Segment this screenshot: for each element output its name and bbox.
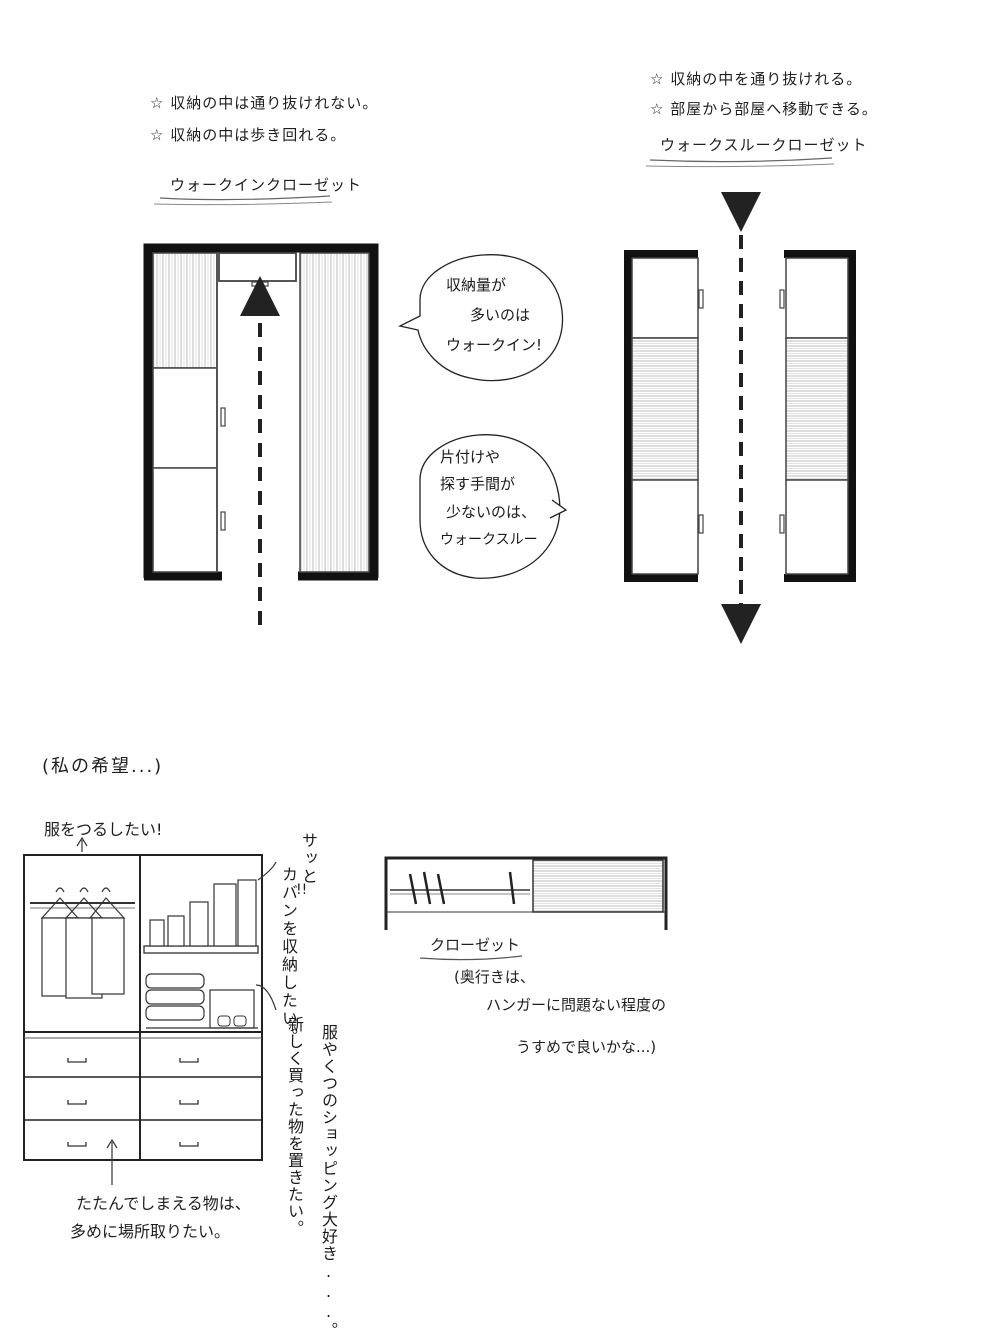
walkin-note-1: ☆ 収納の中は通り抜けれない。 xyxy=(150,94,379,112)
wish-bags-extra: !! xyxy=(296,882,308,898)
walkthrough-right-hanging xyxy=(785,337,849,481)
hanging-clothes xyxy=(40,887,126,999)
walkthrough-title: ウォークスルークローゼット xyxy=(660,136,868,154)
walkin-top-shelf xyxy=(218,252,297,282)
closet-title-underline xyxy=(419,955,523,961)
walkthrough-note-2: ☆ 部屋から部屋へ移動できる。 xyxy=(650,100,878,118)
walkin-left-shelf-2 xyxy=(152,467,218,573)
walkthrough-note-2-text: 部屋から部屋へ移動できる。 xyxy=(670,100,878,118)
closet-note-1: (奥行きは、 xyxy=(454,968,535,986)
walkin-title-underline-2 xyxy=(153,201,333,206)
wish-bags-v1: サッと xyxy=(299,832,318,886)
walkthrough-note-1: ☆ 収納の中を通り抜けれる。 xyxy=(650,70,863,88)
bubble-walkin-line-3: ウォークイン! xyxy=(446,336,543,354)
walkin-note-1-text: 収納の中は通り抜けれない。 xyxy=(170,94,379,112)
closet-plan xyxy=(384,856,668,930)
walkthrough-title-underline-2 xyxy=(645,163,835,168)
walkin-note-2: ☆ 収納の中は歩き回れる。 xyxy=(150,126,347,144)
closet-shelf xyxy=(532,859,664,913)
closet-note-2: ハンガーに問題ない程度の xyxy=(486,996,667,1014)
walkin-closet-plan xyxy=(143,243,379,625)
closet-title: クローゼット xyxy=(430,936,521,954)
walkthrough-closet-plan xyxy=(624,192,856,644)
wish-new-items: 新しく買った物を置きたい。 xyxy=(285,1016,304,1237)
diagram-drawing xyxy=(23,157,856,1185)
walkthrough-left-shelf-bottom xyxy=(631,479,699,575)
wish-hang-label: 服をつるしたい! xyxy=(44,820,163,839)
bubble-walkin xyxy=(398,254,564,382)
bubble-walkthrough xyxy=(419,434,561,579)
bubble-walkthrough-line-3: 少ないのは、 xyxy=(446,503,537,521)
walkthrough-right-shelf-bottom xyxy=(785,479,849,575)
walkin-left-shelf-1 xyxy=(152,367,218,469)
wish-fold-line-2: 多めに場所取りたい。 xyxy=(70,1222,231,1241)
walkin-left-hanging-section xyxy=(152,252,218,369)
wish-shopping: 服やくつのショッピング大好き...。 xyxy=(319,1024,338,1339)
wish-bags-v2: カバンを収納したい。 xyxy=(279,866,298,1046)
walkthrough-right-shelf-top xyxy=(785,257,849,339)
walkthrough-note-1-text: 収納の中を通り抜けれる。 xyxy=(670,70,863,88)
walkin-title-underline xyxy=(159,195,331,201)
bubble-walkthrough-line-4: ウォークスルー xyxy=(440,532,538,548)
bubble-walkthrough-line-1: 片付けや xyxy=(440,448,501,466)
bubble-walkin-line-2: 多いのは xyxy=(470,306,531,324)
walkin-note-2-text: 収納の中は歩き回れる。 xyxy=(170,126,347,144)
wish-cabinet xyxy=(23,836,277,1185)
walkthrough-left-hanging xyxy=(631,337,699,481)
walkthrough-title-underline xyxy=(649,157,833,163)
walkin-right-hanging-section xyxy=(299,252,370,573)
wish-fold-line-1: たたんでしまえる物は、 xyxy=(76,1194,251,1213)
wish-heading: (私の希望...) xyxy=(42,756,164,777)
folded-items xyxy=(145,973,258,1029)
bubble-walkthrough-line-2: 探す手間が xyxy=(440,475,516,493)
bottles xyxy=(149,879,257,947)
walkthrough-left-shelf-top xyxy=(631,257,699,339)
closet-note-3: うすめで良いかな...) xyxy=(516,1038,657,1056)
bubble-walkin-line-1: 収納量が xyxy=(446,276,507,294)
walkin-title: ウォークインクローゼット xyxy=(170,176,363,194)
